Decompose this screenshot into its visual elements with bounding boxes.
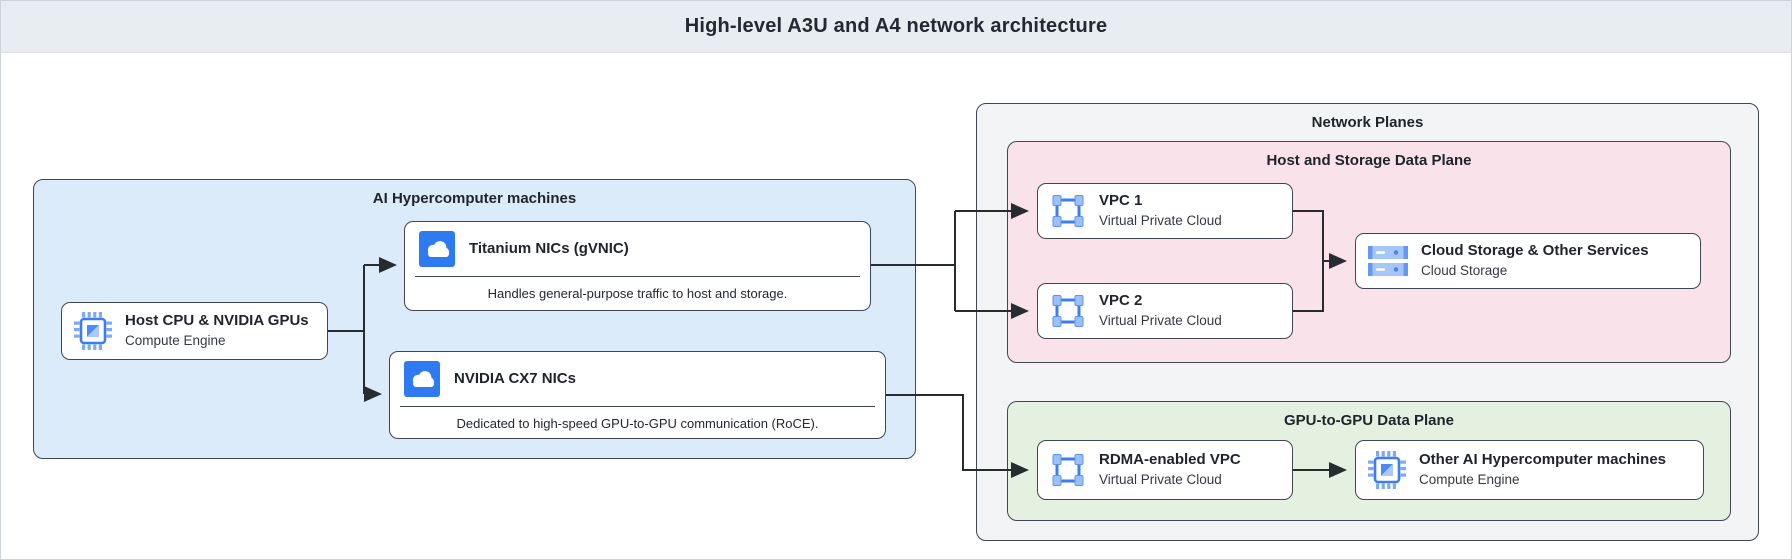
node-host-cpu-gpus: Host CPU & NVIDIA GPUs Compute Engine xyxy=(61,302,328,360)
node-title: NVIDIA CX7 NICs xyxy=(454,369,576,387)
node-title: Titanium NICs (gVNIC) xyxy=(469,239,629,257)
vpc-icon xyxy=(1050,452,1086,488)
node-vpc-2: VPC 2 Virtual Private Cloud xyxy=(1037,283,1293,339)
node-subtitle: Virtual Private Cloud xyxy=(1099,472,1222,488)
node-other-ai-machines: Other AI Hypercomputer machines Compute … xyxy=(1355,440,1704,500)
cloud-icon xyxy=(419,231,455,267)
diagram-header: High-level A3U and A4 network architectu… xyxy=(1,1,1791,53)
node-title: Cloud Storage & Other Services xyxy=(1421,242,1649,260)
node-subtitle: Compute Engine xyxy=(1419,472,1520,488)
vpc-icon xyxy=(1050,293,1086,329)
node-rdma-vpc: RDMA-enabled VPC Virtual Private Cloud xyxy=(1037,440,1293,500)
node-description: Handles general-purpose traffic to host … xyxy=(487,286,788,301)
node-description: Dedicated to high-speed GPU-to-GPU commu… xyxy=(456,416,819,431)
divider xyxy=(415,276,860,277)
vpc-icon xyxy=(1050,193,1086,229)
node-cloud-storage: Cloud Storage & Other Services Cloud Sto… xyxy=(1355,233,1701,289)
node-title: VPC 1 xyxy=(1099,192,1143,210)
node-title: RDMA-enabled VPC xyxy=(1099,451,1241,469)
container-label: Host and Storage Data Plane xyxy=(1266,152,1472,169)
compute-engine-chip-icon xyxy=(1368,451,1406,489)
node-subtitle: Virtual Private Cloud xyxy=(1099,313,1222,329)
compute-engine-chip-icon xyxy=(74,312,112,350)
divider xyxy=(400,406,875,407)
node-nvidia-cx7-nics: NVIDIA CX7 NICs Dedicated to high-speed … xyxy=(389,351,886,439)
container-label: GPU-to-GPU Data Plane xyxy=(1283,412,1455,429)
cloud-icon xyxy=(404,361,440,397)
node-title: Host CPU & NVIDIA GPUs xyxy=(125,312,309,330)
node-subtitle: Virtual Private Cloud xyxy=(1099,213,1222,229)
container-label: Network Planes xyxy=(1311,114,1424,131)
cloud-storage-icon xyxy=(1368,244,1408,278)
node-title: Other AI Hypercomputer machines xyxy=(1419,451,1667,469)
node-subtitle: Compute Engine xyxy=(125,333,226,349)
node-titanium-nics: Titanium NICs (gVNIC) Handles general-pu… xyxy=(404,221,871,311)
container-label: AI Hypercomputer machines xyxy=(372,190,577,207)
node-vpc-1: VPC 1 Virtual Private Cloud xyxy=(1037,183,1293,239)
page-title: High-level A3U and A4 network architectu… xyxy=(684,15,1108,37)
node-subtitle: Cloud Storage xyxy=(1421,263,1508,279)
node-title: VPC 2 xyxy=(1099,292,1143,310)
